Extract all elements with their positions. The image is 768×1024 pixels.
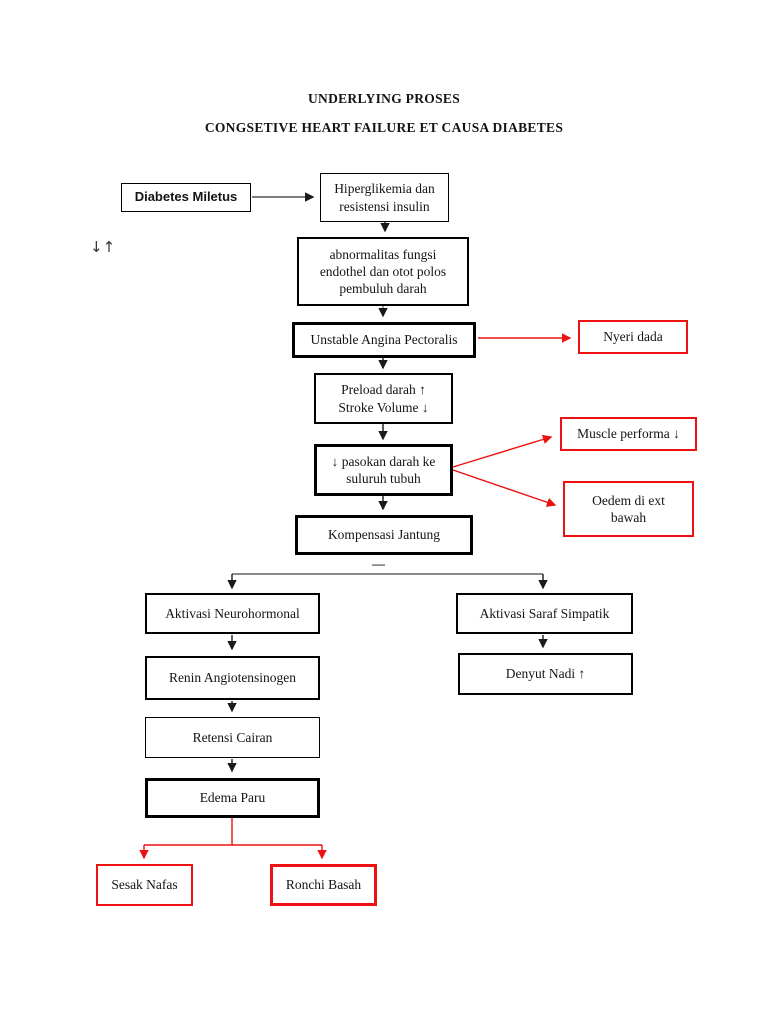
node-unstable-angina: Unstable Angina Pectoralis — [292, 322, 476, 358]
node-pasokan-darah: ↓ pasokan darah ke suluruh tubuh — [314, 444, 453, 496]
node-diabetes-miletus: Diabetes Miletus — [121, 183, 251, 212]
node-sesak-nafas: Sesak Nafas — [96, 864, 193, 906]
page-title-line1: UNDERLYING PROSES — [307, 91, 460, 106]
node-aktivasi-saraf-simpatik: Aktivasi Saraf Simpatik — [456, 593, 633, 634]
page-title-line2: CONGSETIVE HEART FAILURE ET CAUSA DIABET… — [204, 120, 564, 135]
reflux-arrows-annotation: ↓↑ — [90, 238, 116, 256]
node-aktivasi-neurohormonal: Aktivasi Neurohormonal — [145, 593, 320, 634]
node-renin-angiotensinogen: Renin Angiotensinogen — [145, 656, 320, 700]
node-preload: Preload darah ↑ Stroke Volume ↓ — [314, 373, 453, 424]
node-retensi-cairan: Retensi Cairan — [145, 717, 320, 758]
arrow-pasokan-to-muscle-performa — [452, 434, 553, 468]
red-split-left-line — [144, 818, 233, 846]
node-ronchi-basah: Ronchi Basah — [270, 864, 377, 906]
node-nyeri-dada: Nyeri dada — [578, 320, 688, 354]
node-muscle-performa: Muscle performa ↓ — [560, 417, 697, 451]
arrow-pasokan-to-oedem — [452, 469, 557, 507]
node-oedem-ext: Oedem di ext bawah — [563, 481, 694, 537]
node-abnormalitas: abnormalitas fungsi endothel dan otot po… — [297, 237, 469, 306]
node-edema-paru: Edema Paru — [145, 778, 320, 818]
node-denyut-nadi: Denyut Nadi ↑ — [458, 653, 633, 695]
node-hiperglikemia: Hiperglikemia dan resistensi insulin — [320, 173, 449, 222]
branch-dash-annotation: — — [372, 556, 385, 571]
node-kompensasi-jantung: Kompensasi Jantung — [295, 515, 473, 555]
